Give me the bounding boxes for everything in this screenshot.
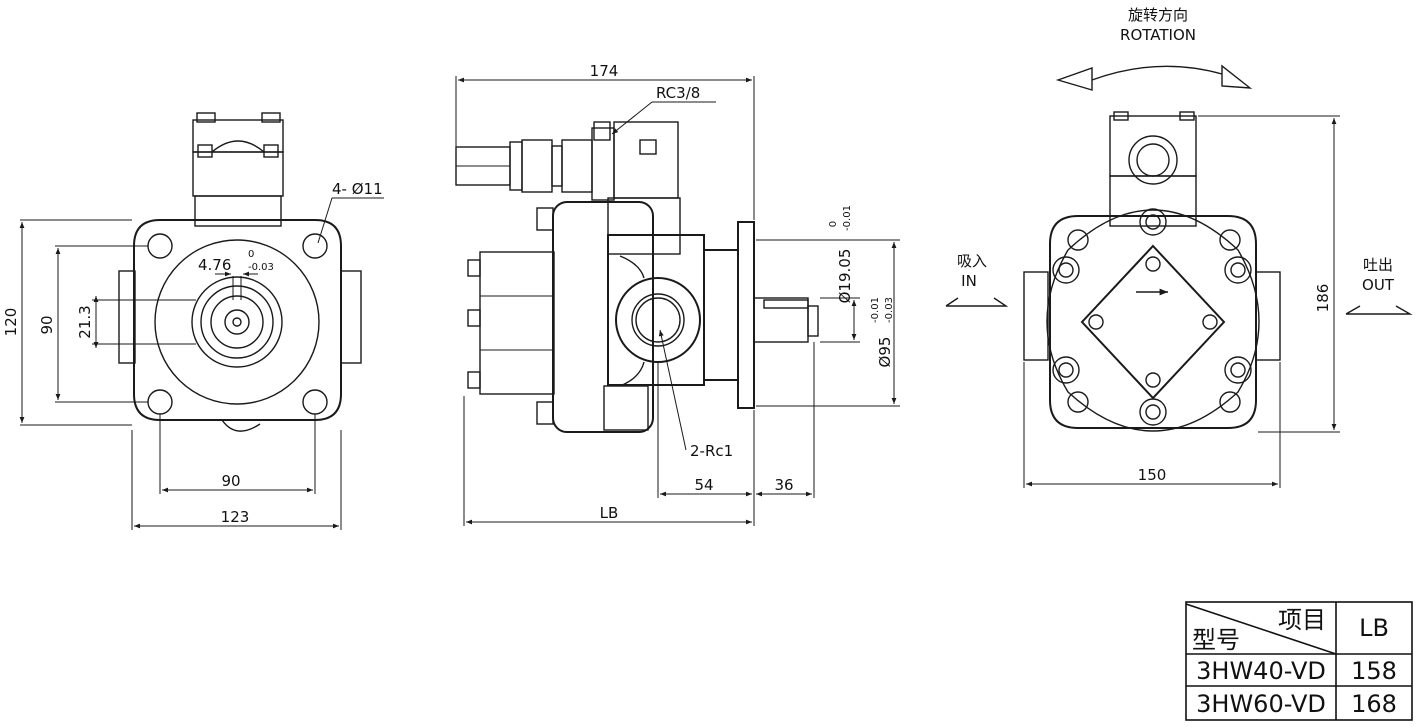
table-row-1-lb: 158 <box>1351 657 1397 685</box>
front-view: 120 90 21.3 4.76 0 -0.03 90 123 4- Ø11 <box>2 112 384 530</box>
side-pilot-dia: Ø95 <box>876 337 894 368</box>
side-dim-36: 36 <box>774 476 793 494</box>
side-shaft-tol-upper: 0 <box>828 221 839 227</box>
rear-height-dim: 186 <box>1314 284 1332 313</box>
front-shaft-dim: 21.3 <box>76 305 94 338</box>
table-row-2-lb: 168 <box>1351 690 1397 718</box>
table-header-model: 型号 <box>1192 626 1240 654</box>
side-shaft-dia: Ø19.05 <box>836 249 854 304</box>
front-key-dim: 4.76 <box>198 256 231 274</box>
outlet-en: OUT <box>1362 276 1395 294</box>
side-ports-label: 2-Rc1 <box>690 442 733 460</box>
inlet-cn: 吸入 <box>957 252 987 270</box>
side-dim-lb: LB <box>600 504 619 522</box>
table-row-2-model: 3HW60-VD <box>1196 690 1326 718</box>
table-header-lb: LB <box>1359 614 1389 642</box>
side-pilot-tol-upper: -0.01 <box>870 297 881 323</box>
table-row-1-model: 3HW40-VD <box>1196 657 1326 685</box>
inlet-en: IN <box>961 272 977 290</box>
front-height-dim: 120 <box>2 308 20 337</box>
outlet-cn: 吐出 <box>1363 256 1393 274</box>
front-bolt-h-dim: 90 <box>221 472 240 490</box>
front-key-tol-lower: -0.03 <box>248 262 274 273</box>
rear-view: 旋转方向 ROTATION 吸入 IN 吐出 OUT <box>945 6 1413 488</box>
side-length-dim: 174 <box>590 62 619 80</box>
side-pilot-tol-lower: -0.03 <box>884 297 895 323</box>
front-bolt-v-dim: 90 <box>38 315 56 334</box>
side-view: 174 RC3/8 2-Rc1 Ø95 -0.01 -0.03 Ø19.05 0… <box>455 62 900 526</box>
rotation-en: ROTATION <box>1120 26 1196 44</box>
front-key-tol-upper: 0 <box>248 249 254 260</box>
front-holes-label: 4- Ø11 <box>332 180 383 198</box>
rotation-cn: 旋转方向 <box>1128 6 1188 24</box>
side-shaft-tol-lower: -0.01 <box>842 205 853 231</box>
side-dim-54: 54 <box>694 476 713 494</box>
front-width-dim: 123 <box>221 508 250 526</box>
side-port-label: RC3/8 <box>656 84 700 102</box>
table-header-item: 项目 <box>1278 606 1326 634</box>
rear-width-dim: 150 <box>1138 466 1167 484</box>
lb-table: 项目 型号 LB 3HW40-VD 158 3HW60-VD 168 <box>1185 601 1413 721</box>
